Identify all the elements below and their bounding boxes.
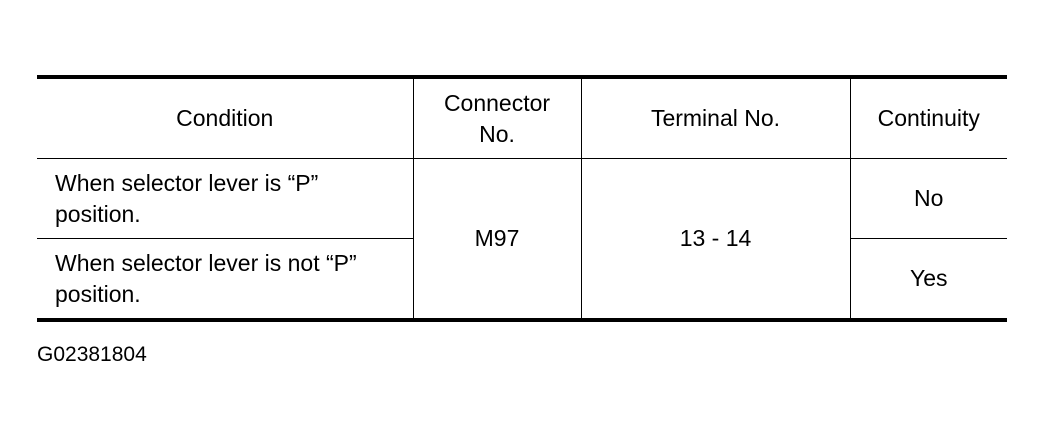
continuity-cell: No bbox=[849, 158, 1007, 239]
condition-cell: When selector lever is “P” position. bbox=[37, 158, 414, 239]
continuity-cell: Yes bbox=[849, 238, 1007, 322]
terminal-cell: 13 - 14 bbox=[580, 158, 851, 322]
continuity-spec-table: Condition Connector No. Terminal No. Con… bbox=[37, 75, 1007, 322]
condition-line2: position. bbox=[55, 280, 141, 307]
header-terminal-no: Terminal No. bbox=[580, 75, 851, 159]
header-continuity: Continuity bbox=[849, 75, 1007, 159]
figure-code: G02381804 bbox=[37, 343, 147, 366]
connector-cell: M97 bbox=[412, 158, 582, 322]
header-connector-line2: No. bbox=[479, 120, 515, 147]
condition-line1: When selector lever is “P” bbox=[55, 169, 319, 196]
condition-line1: When selector lever is not “P” bbox=[55, 249, 357, 276]
header-condition: Condition bbox=[37, 75, 414, 159]
header-row: Condition Connector No. Terminal No. Con… bbox=[37, 75, 1007, 159]
header-connector-no: Connector No. bbox=[412, 75, 582, 159]
condition-line2: position. bbox=[55, 200, 141, 227]
header-connector-line1: Connector bbox=[443, 89, 551, 116]
table-row: When selector lever is “P” position. M97… bbox=[37, 158, 1007, 322]
table-row: When selector lever is not “P” position.… bbox=[37, 238, 1007, 322]
condition-cell: When selector lever is not “P” position. bbox=[37, 238, 414, 322]
